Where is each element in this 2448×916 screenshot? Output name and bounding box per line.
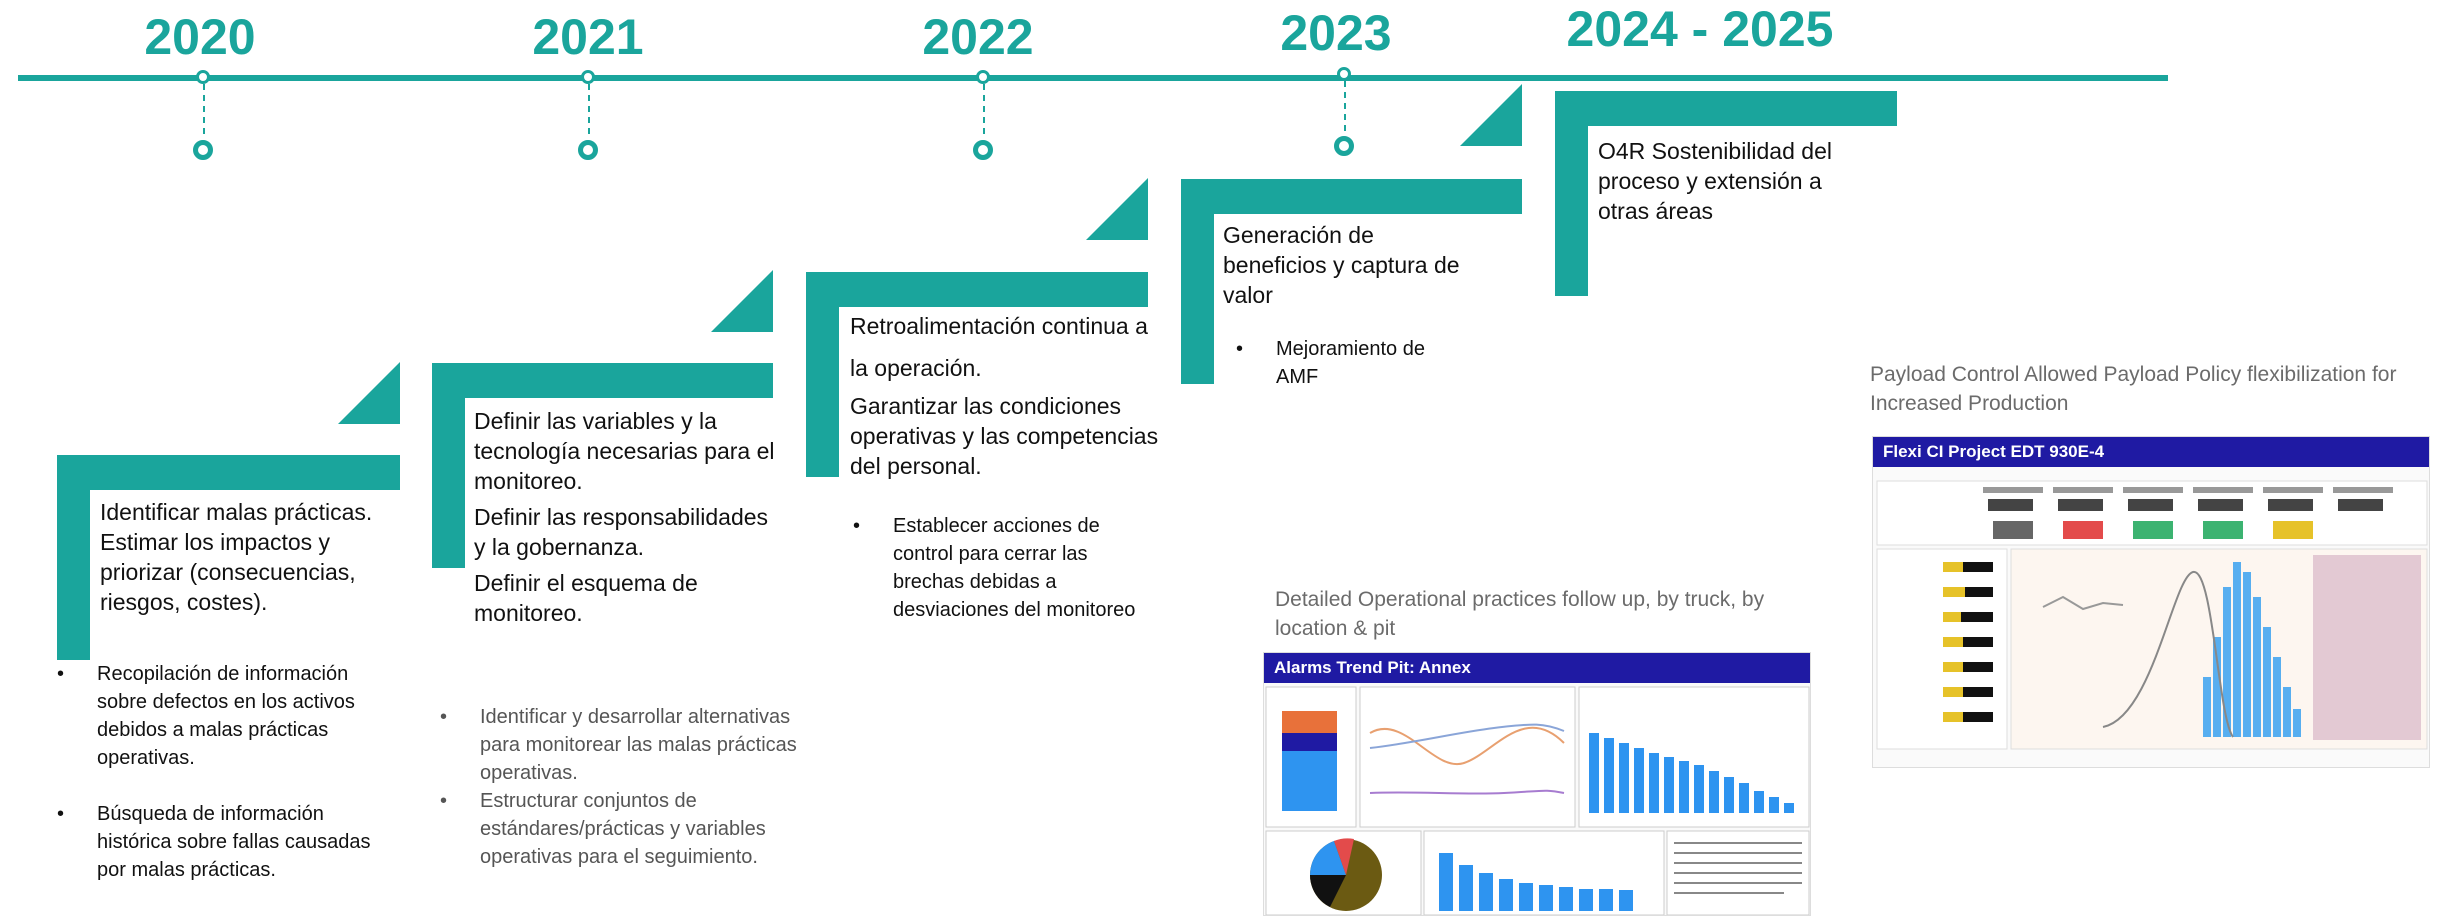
step-2020-bullets: Recopilación de información sobre defect… <box>57 660 377 884</box>
bullet-item: Establecer acciones de control para cerr… <box>853 512 1143 624</box>
step-2023-headline: Generación de beneficios y captura de va… <box>1223 220 1483 310</box>
step-2022-bullets: Establecer acciones de control para cerr… <box>853 512 1143 624</box>
step-2021-headline: Definir las variables y la tecnología ne… <box>474 406 784 628</box>
headline-line: riesgos, costes). <box>100 589 268 615</box>
headline-line: Identificar malas prácticas. <box>100 499 373 525</box>
headline-line: Retroalimentación continua a <box>850 313 1148 339</box>
year-2022: 2022 <box>922 9 1034 65</box>
bullet-item: Identificar y desarrollar alternativas p… <box>440 703 800 787</box>
alarms-caption: Detailed Operational practices follow up… <box>1275 588 1765 640</box>
payload-dashboard-title: Flexi CI Project EDT 930E-4 <box>1873 437 2429 467</box>
bullet-item: Mejoramiento de AMF <box>1236 335 1456 391</box>
year-2023: 2023 <box>1280 5 1392 61</box>
step-2021-bullets: Identificar y desarrollar alternativas p… <box>440 703 800 871</box>
headline-line: Definir las responsabilidades y la gober… <box>474 504 769 560</box>
headline-line: Definir el esquema de monitoreo. <box>474 570 698 626</box>
year-2021: 2021 <box>532 9 644 65</box>
year-2024-2025: 2024 - 2025 <box>1566 1 1834 57</box>
timeline-line <box>18 75 2168 81</box>
payload-caption: Payload Control Allowed Payload Policy f… <box>1870 363 2397 415</box>
alarms-dashboard-image: Alarms Trend Pit: Annex <box>1263 652 1811 916</box>
step-2020-headline: Identificar malas prácticas. Estimar los… <box>100 497 420 617</box>
headline-line: la operación. <box>850 355 982 381</box>
alarms-dashboard-title: Alarms Trend Pit: Annex <box>1264 653 1810 683</box>
step-2022-headline: Retroalimentación continua a la operació… <box>850 311 1180 481</box>
step-2024-2025-headline: O4R Sostenibilidad del proceso y extensi… <box>1598 136 1858 226</box>
payload-dashboard-image: Flexi CI Project EDT 930E-4 <box>1872 436 2430 768</box>
headline-line: Estimar los impactos y <box>100 529 331 555</box>
headline-line: priorizar (consecuencias, <box>100 559 356 585</box>
year-2020: 2020 <box>144 9 256 65</box>
headline-line: Definir las variables y la tecnología ne… <box>474 408 775 494</box>
step-2023-bullets: Mejoramiento de AMF <box>1236 335 1456 391</box>
headline-line: O4R Sostenibilidad del proceso y extensi… <box>1598 138 1832 224</box>
alarms-dashboard-thumbnail <box>1265 686 1810 915</box>
headline-line: Generación de beneficios y captura de va… <box>1223 222 1460 308</box>
payload-dashboard-thumbnail <box>1876 480 2428 750</box>
bullet-item: Recopilación de información sobre defect… <box>57 660 377 772</box>
headline-line: Garantizar las condiciones operativas y … <box>850 393 1159 479</box>
bullet-item: Estructurar conjuntos de estándares/prác… <box>440 787 800 871</box>
bullet-item: Búsqueda de información histórica sobre … <box>57 800 377 884</box>
